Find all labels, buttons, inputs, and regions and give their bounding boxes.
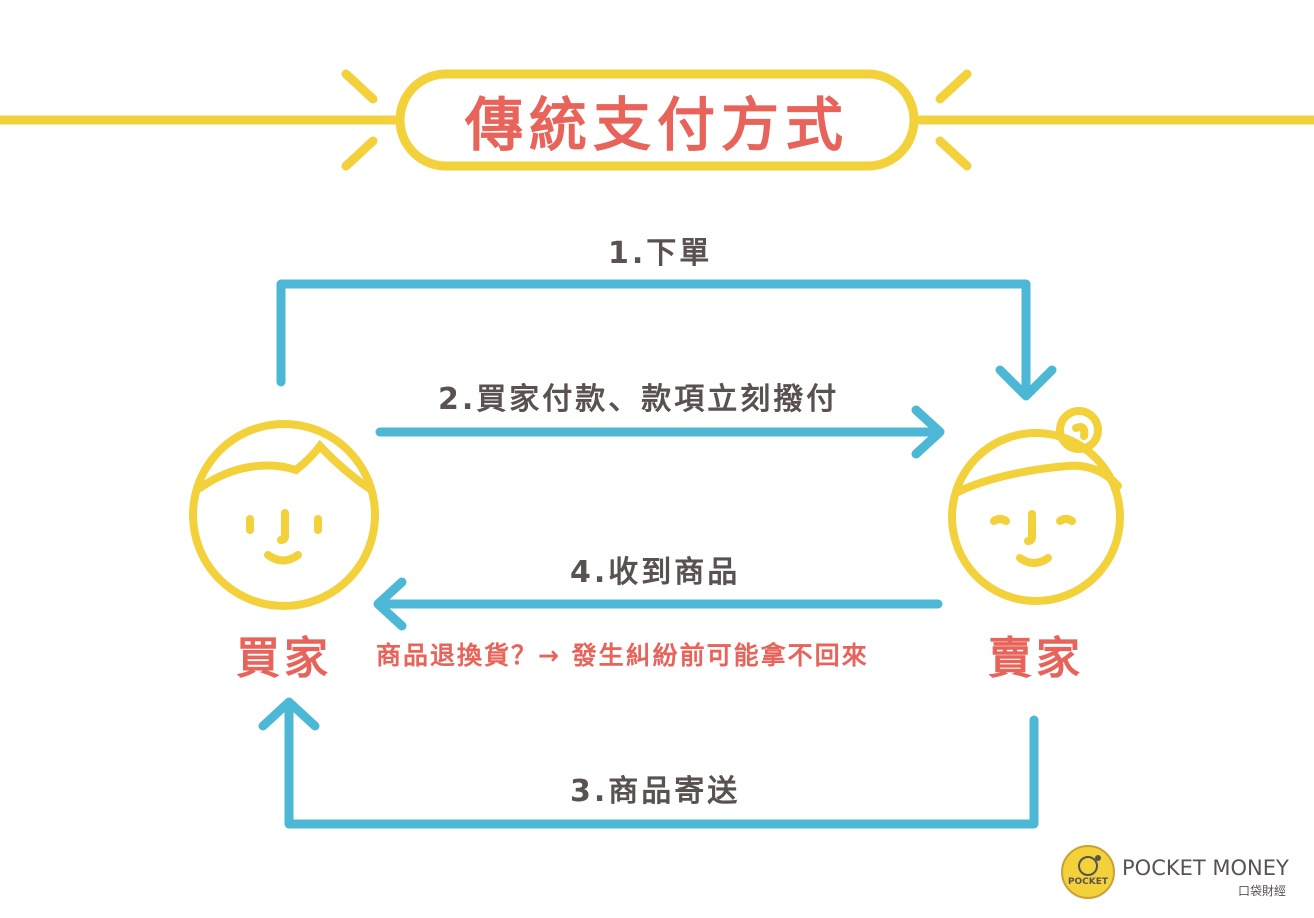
arrow-step4-head: [373, 577, 407, 631]
step1-label: 1.下單: [608, 236, 713, 271]
title-banner: [0, 69, 1314, 171]
logo-wordmark: POCKET: [1068, 877, 1109, 887]
refund-warning-note: 商品退換貨？→ 發生糾紛前可能拿不回來: [376, 641, 869, 670]
buyer-label: 買家: [236, 633, 332, 684]
arrow-step3-head: [258, 697, 320, 731]
arrow-step1-head: [995, 365, 1057, 401]
step4-label: 4.收到商品: [570, 555, 741, 590]
arrow-step2-head: [911, 405, 945, 459]
seller-label: 賣家: [988, 633, 1084, 684]
arrow-step3: [284, 703, 1039, 829]
page-title: 傳統支付方式: [464, 91, 849, 159]
buyer-face-icon: [189, 420, 379, 610]
brand-logo: POCKET POCKET MONEY 口袋財經: [1060, 844, 1300, 904]
step3-label: 3.商品寄送: [570, 774, 741, 809]
pocket-money-logo-icon: POCKET: [1061, 845, 1115, 899]
step2-label: 2.買家付款、款項立刻撥付: [438, 382, 840, 417]
seller-face-icon: [948, 407, 1124, 605]
arrow-step1: [276, 279, 1031, 399]
brand-name: POCKET MONEY: [1122, 856, 1289, 880]
brand-subtitle: 口袋財經: [1238, 884, 1287, 898]
